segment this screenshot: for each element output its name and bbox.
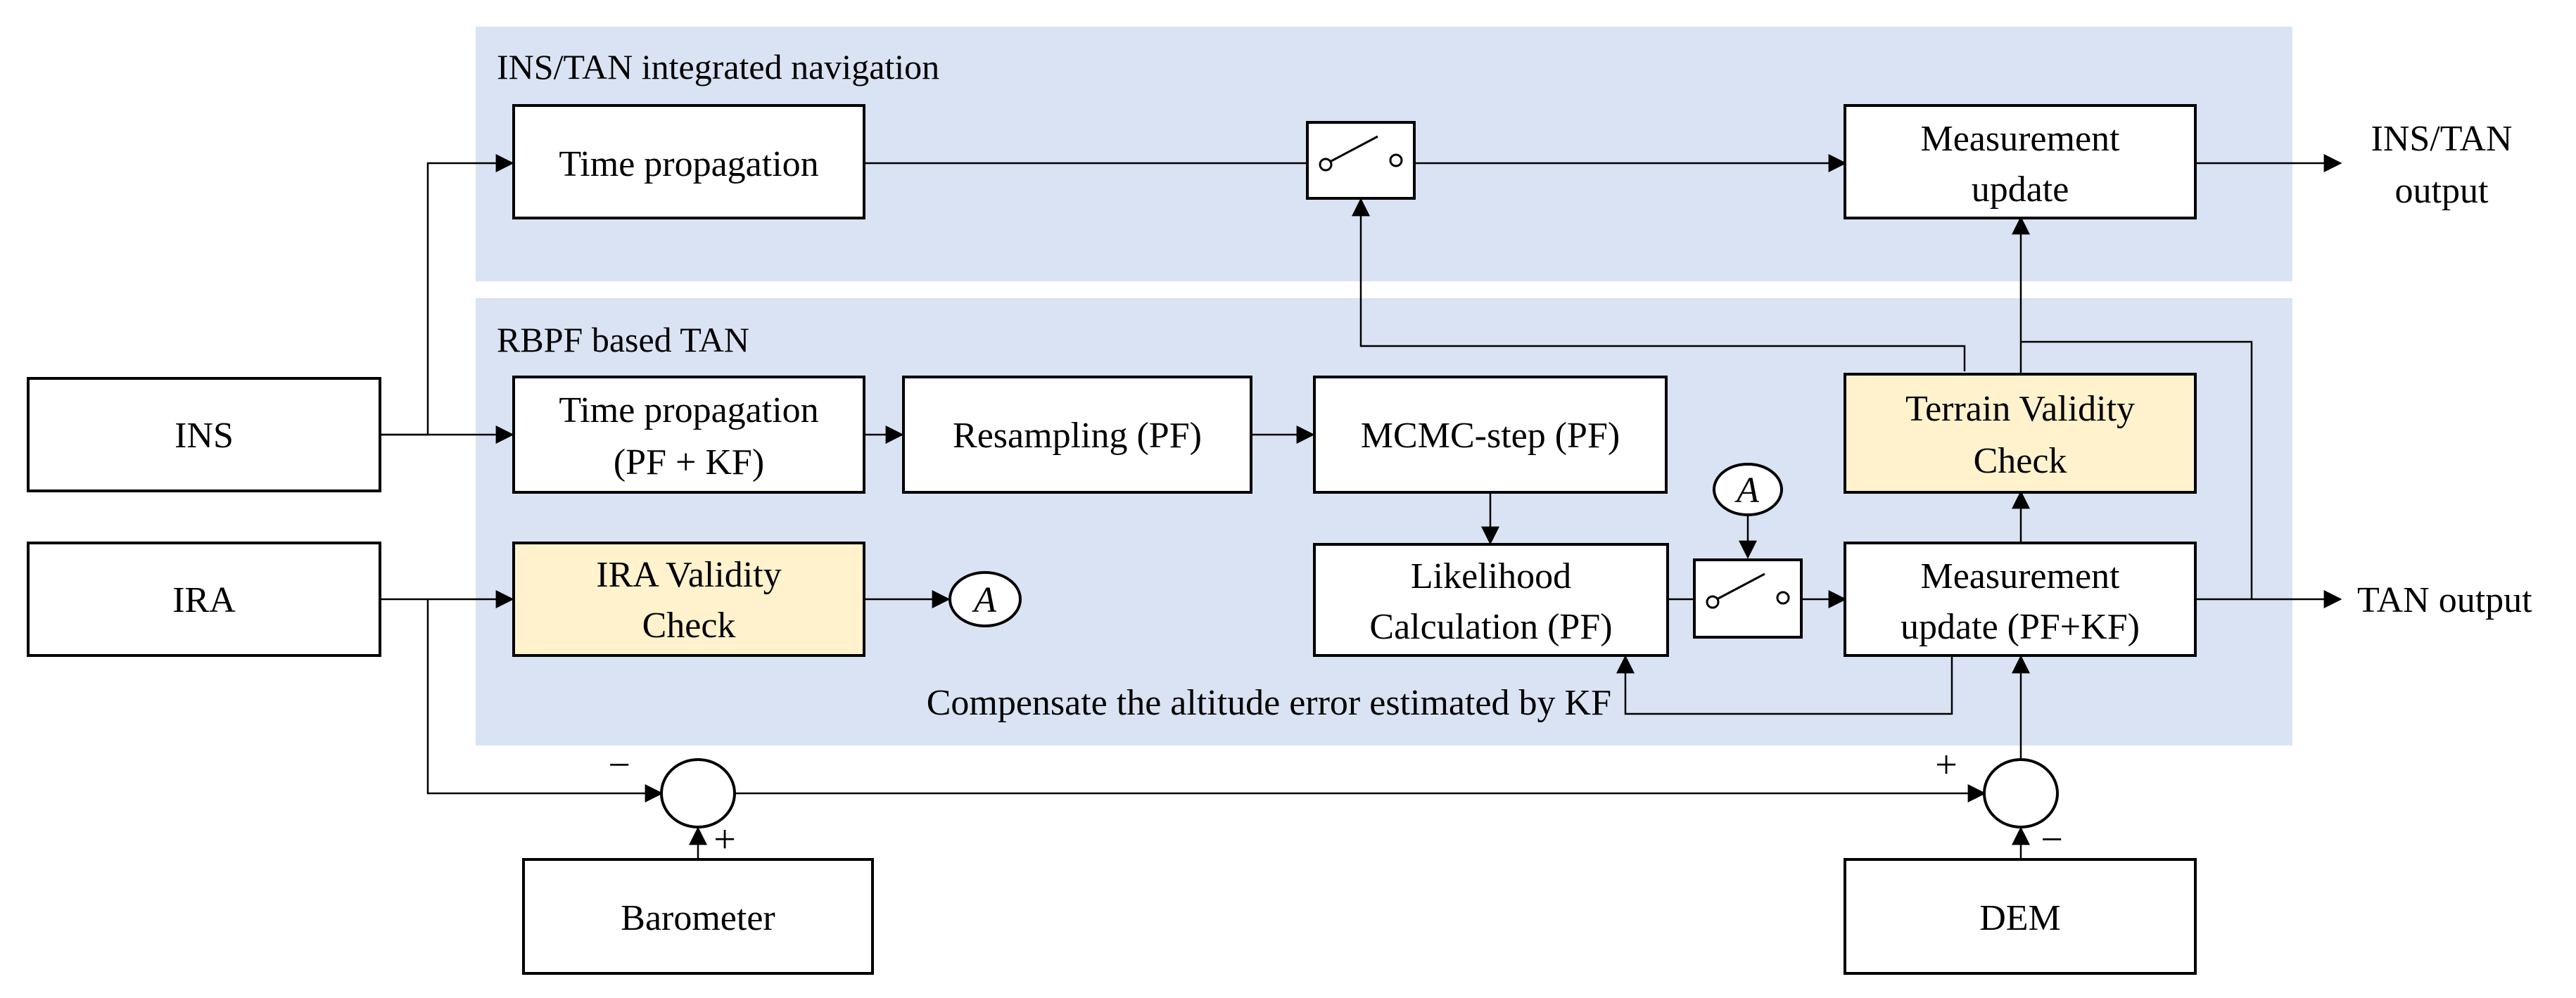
ira-validity-check-block: IRA Validity Check — [512, 542, 865, 657]
baro-minus-sign: − — [608, 743, 630, 787]
a-connector-right-label: A — [1734, 471, 1759, 511]
switch-bottom — [1693, 558, 1803, 639]
measurement-update-pf-kf-block: Measurement update (PF+KF) — [1844, 542, 2197, 657]
likelihood-calculation-block: Likelihood Calculation (PF) — [1313, 543, 1669, 657]
ira-label: IRA — [172, 580, 236, 620]
dem-minus-sign: − — [2041, 818, 2063, 862]
dem-plus-sign: + — [1935, 743, 1958, 787]
mcmc-step-label: MCMC-step (PF) — [1361, 416, 1620, 456]
time-propagation-block: Time propagation — [512, 104, 865, 219]
terrain-validity-line2: Check — [1974, 441, 2067, 481]
time-propagation-pf-line2: (PF + KF) — [614, 442, 764, 482]
barometer-summing-junction — [660, 758, 736, 829]
terrain-validity-line1: Terrain Validity — [1905, 389, 2135, 429]
measurement-update-pf-line2: update (PF+KF) — [1901, 607, 2140, 647]
barometer-block: Barometer — [522, 858, 874, 975]
ins-block: INS — [27, 377, 381, 492]
barometer-label: Barometer — [621, 898, 775, 938]
dem-label: DEM — [1979, 898, 2061, 938]
a-connector-left: A — [948, 571, 1022, 627]
wire-ira-to-baro-sum — [426, 599, 664, 802]
baro-plus-sign: + — [713, 818, 736, 862]
terrain-validity-check-block: Terrain Validity Check — [1844, 373, 2197, 494]
resampling-label: Resampling (PF) — [953, 416, 1202, 456]
ins-tan-output-line2: output — [2395, 171, 2489, 211]
region-ins-tan-label: INS/TAN integrated navigation — [497, 47, 939, 87]
switch-top — [1306, 121, 1416, 200]
ira-block: IRA — [27, 542, 381, 657]
measurement-update-top-line1: Measurement — [1920, 119, 2120, 159]
time-propagation-pf-line1: Time propagation — [559, 390, 818, 430]
measurement-update-top-line2: update — [1972, 169, 2069, 210]
wire-tan-branch-to-meas-top — [2021, 340, 2253, 599]
likelihood-line2: Calculation (PF) — [1369, 607, 1612, 647]
ira-validity-line2: Check — [642, 606, 736, 646]
region-rbpf-tan — [476, 298, 2292, 746]
wire-terrain-to-switch — [1352, 198, 1966, 371]
ira-validity-line1: IRA Validity — [596, 555, 781, 595]
wire-compensation-feedback — [1616, 655, 1953, 715]
a-connector-right: A — [1713, 463, 1783, 516]
compensation-annotation: Compensate the altitude error estimated … — [927, 683, 1611, 723]
region-rbpf-label: RBPF based TAN — [497, 320, 749, 359]
mcmc-step-block: MCMC-step (PF) — [1313, 376, 1668, 494]
resampling-block: Resampling (PF) — [902, 376, 1252, 494]
dem-summing-junction — [1983, 758, 2059, 829]
likelihood-line1: Likelihood — [1411, 556, 1571, 596]
time-propagation-pf-kf-block: Time propagation (PF + KF) — [512, 376, 865, 494]
ins-tan-output-line1: INS/TAN — [2371, 119, 2513, 159]
measurement-update-pf-line1: Measurement — [1920, 556, 2120, 596]
a-connector-left-label: A — [972, 580, 996, 620]
tan-output-label: TAN output — [2357, 580, 2532, 620]
measurement-update-top-block: Measurement update — [1844, 104, 2197, 219]
dem-block: DEM — [1844, 858, 2197, 975]
ins-label: INS — [175, 416, 234, 456]
time-propagation-label: Time propagation — [559, 144, 818, 184]
